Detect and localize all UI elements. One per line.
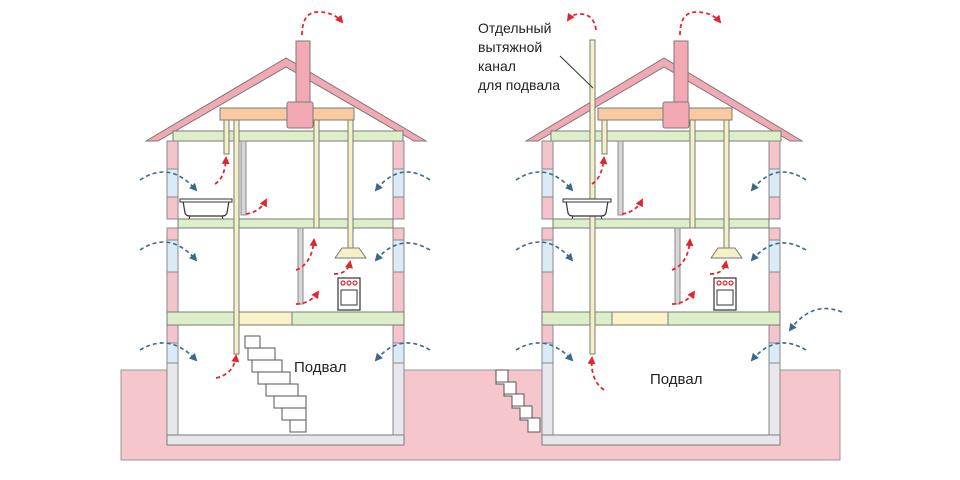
roof-left	[144, 57, 428, 142]
wall-right-outer	[392, 140, 405, 436]
floor-2-right	[552, 218, 770, 229]
inflow-arrow-icon	[139, 171, 198, 192]
basement-floor-right	[541, 434, 781, 446]
inflow-arrow-icon	[750, 171, 807, 192]
callout-line-1: Отдельный	[478, 20, 551, 36]
inflow-arrow-icon	[750, 242, 807, 262]
duct-upper-room-left	[313, 119, 320, 229]
fan-box-icon	[662, 101, 690, 129]
stairs-steps-right	[496, 381, 540, 419]
chimney-right	[673, 40, 689, 104]
exhaust-arrow-icon	[621, 198, 643, 215]
exhaust-arrows	[214, 11, 729, 391]
basement-label-right: Подвал	[650, 371, 702, 388]
exhaust-arrow-icon	[245, 198, 267, 215]
floor-1-opening-left	[235, 311, 293, 326]
inflow-arrow-icon	[139, 342, 198, 362]
wall-left-outer	[166, 140, 179, 436]
callout-text: Отдельный вытяжной канал для подвала	[478, 20, 560, 93]
stove-icon	[337, 277, 361, 311]
inflow-arrow-icon	[515, 171, 574, 192]
duct-bath-left	[223, 119, 230, 155]
exhaust-arrow-icon	[591, 156, 608, 185]
exhaust-arrow-icon	[671, 238, 694, 271]
wall-right-outer	[768, 140, 781, 436]
exhaust-arrow-icon	[214, 156, 230, 185]
fan-box-icon	[286, 101, 314, 129]
callout-line-3: канал	[478, 58, 516, 74]
exhaust-arrow-icon	[671, 290, 696, 305]
house-right: Подвал Отдельный вытяжной канал для подв…	[478, 20, 804, 446]
duct-main-left	[233, 119, 240, 355]
exhaust-arrow-icon	[301, 11, 344, 36]
floor-1-opening-right	[611, 311, 669, 326]
exhaust-arrow-icon	[709, 260, 729, 275]
chimney-left	[295, 40, 311, 104]
callout-line-2: вытяжной	[478, 39, 542, 55]
inflow-arrow-icon	[374, 242, 431, 262]
exhaust-arrow-icon	[295, 290, 320, 305]
stairs-steps-left	[245, 347, 306, 421]
exhaust-arrow-icon	[295, 238, 318, 271]
house-left: Подвал	[144, 40, 428, 446]
duct-basement-separate	[589, 39, 596, 355]
duct-bath-right	[601, 119, 608, 155]
bathtub-icon	[562, 198, 612, 220]
duct-upper-room-right	[689, 119, 696, 229]
inflow-arrow-icon	[374, 342, 431, 362]
attic-floor-left	[172, 130, 404, 142]
inflow-arrow-icon	[139, 241, 198, 262]
callout-line-4: для подвала	[478, 77, 560, 93]
inflow-arrow-icon	[750, 342, 807, 362]
roof-right	[524, 57, 804, 142]
exhaust-arrow-icon	[679, 11, 722, 36]
exhaust-arrow-icon	[333, 260, 353, 275]
inflow-arrow-icon	[515, 342, 574, 362]
partition-upper-right	[617, 140, 624, 216]
exhaust-arrow-icon	[566, 12, 597, 31]
attic-floor-right	[550, 130, 782, 142]
exhaust-arrow-icon	[587, 356, 605, 391]
partition-upper-left	[240, 140, 247, 216]
range-hood-icon	[334, 247, 367, 259]
bathtub-icon	[179, 198, 233, 220]
inflow-arrow-icon	[515, 241, 574, 262]
duct-hood-left	[347, 119, 354, 249]
stove-icon	[713, 277, 737, 311]
wall-left-outer	[541, 140, 554, 436]
inflow-arrow-icon	[374, 171, 431, 192]
callout-leader	[559, 55, 594, 89]
basement-label-left: Подвал	[294, 359, 346, 376]
basement-floor-left	[166, 434, 405, 446]
exhaust-arrow-icon	[215, 354, 240, 379]
floor-2-left	[177, 218, 394, 229]
duct-hood-right	[723, 119, 730, 249]
ground	[120, 369, 841, 461]
range-hood-icon	[710, 247, 743, 259]
stairs-icon	[495, 369, 541, 433]
inflow-arrows	[139, 171, 843, 362]
inflow-arrow-icon	[788, 307, 843, 332]
